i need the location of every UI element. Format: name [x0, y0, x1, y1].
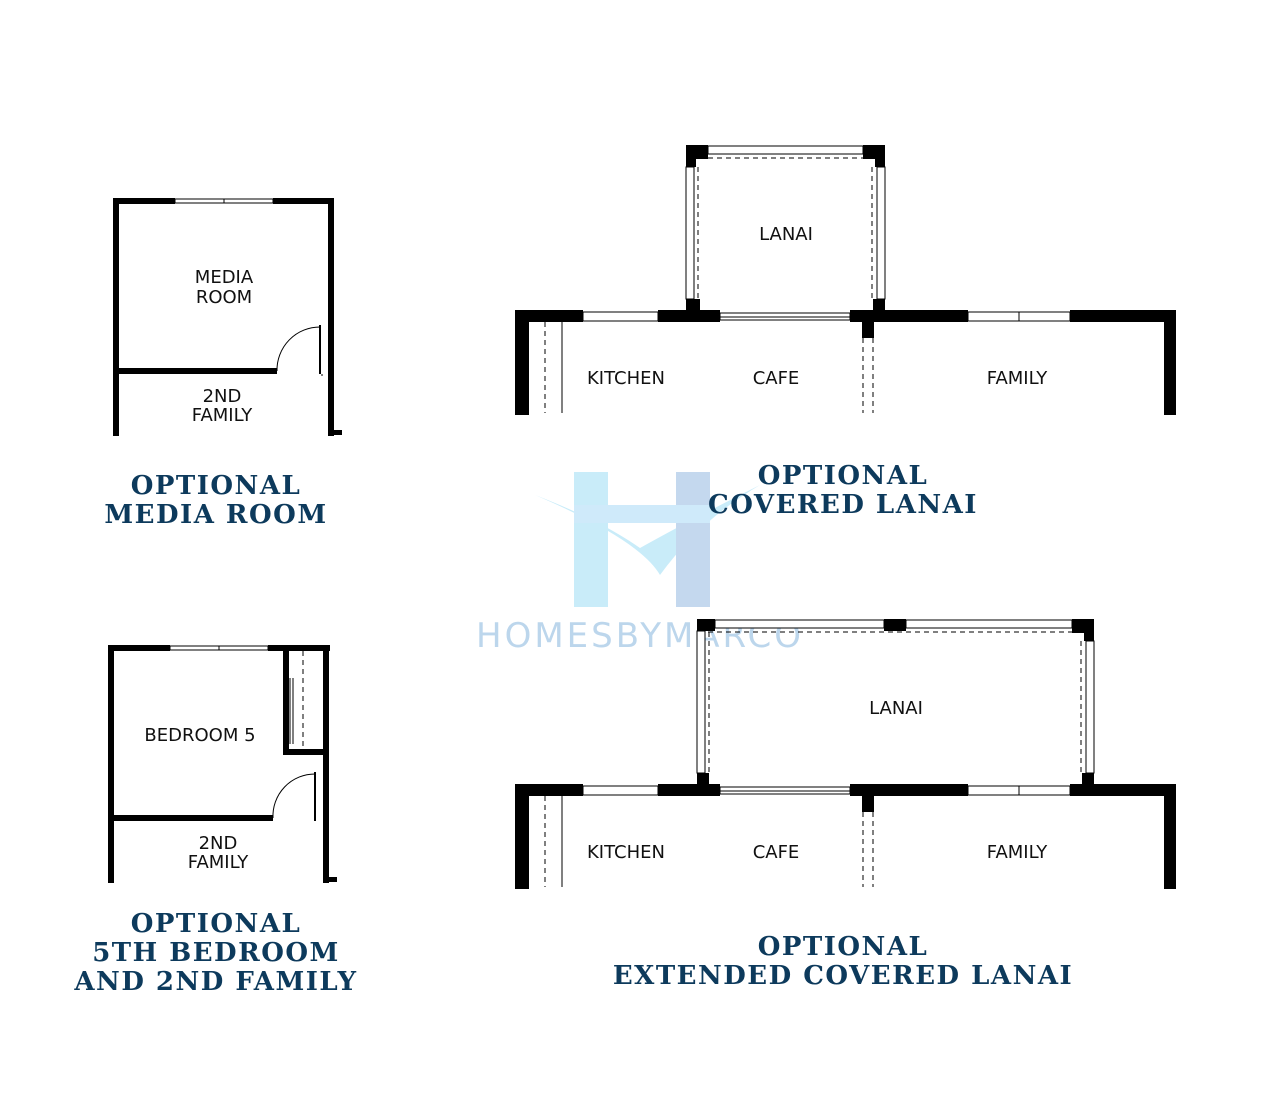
wall	[328, 430, 342, 435]
wall	[108, 815, 273, 821]
wall	[1070, 784, 1176, 796]
wall	[283, 645, 289, 755]
plan-5th-bedroom: BEDROOM 5 2ND FAMILY OPTIONAL 5TH BEDROO…	[73, 645, 357, 997]
wall	[862, 784, 874, 812]
wall	[850, 310, 968, 322]
room-label-family: FAMILY	[987, 368, 1048, 389]
wall	[108, 645, 170, 651]
column	[686, 145, 696, 167]
screen-opening	[876, 166, 886, 300]
room-label-2nd-family-line1: 2ND	[199, 833, 238, 854]
screen-opening	[905, 619, 1073, 629]
screen-opening	[714, 619, 885, 629]
column	[686, 299, 700, 311]
screen-opening	[685, 166, 695, 300]
plan-media-room: MEDIA ROOM 2ND FAMILY OPTIONAL MEDIA ROO…	[104, 198, 342, 530]
wall	[323, 645, 329, 883]
wall	[113, 198, 119, 436]
column	[697, 773, 709, 785]
caption-line1: OPTIONAL	[758, 932, 929, 962]
caption-line2: COVERED LANAI	[708, 490, 978, 520]
caption-line2: 5TH BEDROOM	[92, 938, 340, 968]
watermark-h-right-bar	[676, 472, 710, 607]
caption-line2: EXTENDED COVERED LANAI	[613, 961, 1073, 991]
plan-extended-covered-lanai: LANAI KITCHEN CAFE FAMILY OPTIONAL EXTEN…	[515, 619, 1176, 991]
wall	[268, 645, 330, 651]
column	[697, 619, 715, 631]
door-swing	[272, 773, 316, 819]
plan-covered-lanai: LANAI KITCHEN CAFE FAMILY OPTIONAL COVER…	[515, 145, 1176, 520]
watermark-swoosh	[535, 485, 760, 575]
caption-line1: OPTIONAL	[131, 471, 302, 501]
window	[582, 785, 659, 796]
window	[582, 311, 659, 322]
column	[873, 299, 885, 311]
room-label-family: FAMILY	[987, 842, 1048, 863]
column	[1082, 773, 1094, 785]
wall	[108, 645, 114, 883]
column	[875, 145, 885, 167]
column	[1084, 619, 1094, 641]
room-label-media-line2: ROOM	[196, 287, 252, 308]
screen-opening	[1085, 640, 1095, 774]
wall	[1164, 784, 1176, 889]
caption-line1: OPTIONAL	[131, 909, 302, 939]
watermark-h-left-bar	[574, 472, 608, 607]
wall	[328, 198, 334, 436]
room-label-kitchen: KITCHEN	[587, 368, 665, 389]
wall	[515, 784, 583, 796]
wall	[1070, 310, 1176, 322]
caption-line3: AND 2ND FAMILY	[73, 967, 357, 997]
wall	[1164, 310, 1176, 415]
wall	[323, 877, 337, 882]
door-swing	[276, 326, 321, 372]
wall	[113, 368, 277, 374]
room-label-kitchen: KITCHEN	[587, 842, 665, 863]
room-label-2nd-family-line2: FAMILY	[192, 405, 253, 426]
wall	[658, 310, 720, 322]
room-label-bedroom-5: BEDROOM 5	[144, 725, 255, 746]
room-label-lanai: LANAI	[759, 224, 813, 245]
screen-opening	[707, 145, 864, 155]
wall	[658, 784, 720, 796]
wall	[515, 310, 529, 415]
wall	[515, 784, 529, 889]
column	[884, 619, 906, 631]
wall	[113, 198, 175, 204]
wall	[273, 198, 334, 204]
wall	[515, 310, 583, 322]
wall	[850, 784, 968, 796]
caption-line2: MEDIA ROOM	[104, 500, 327, 530]
wall	[862, 310, 874, 338]
room-label-media-line1: MEDIA	[195, 267, 254, 288]
watermark-h-crossbar	[574, 505, 710, 523]
room-label-2nd-family-line1: 2ND	[203, 386, 242, 407]
room-label-2nd-family-line2: FAMILY	[188, 852, 249, 873]
screen-opening	[696, 630, 706, 774]
caption-line1: OPTIONAL	[758, 461, 929, 491]
room-label-cafe: CAFE	[753, 842, 800, 863]
wall	[283, 749, 329, 755]
room-label-lanai: LANAI	[869, 698, 923, 719]
room-label-cafe: CAFE	[753, 368, 800, 389]
